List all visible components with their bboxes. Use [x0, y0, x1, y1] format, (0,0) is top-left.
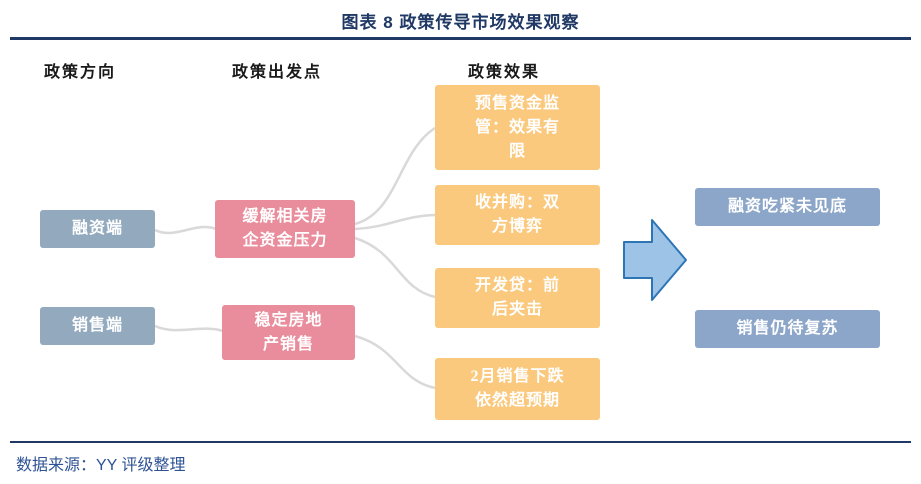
connector-ease-presale: [354, 126, 436, 226]
figure-title: 图表 8 政策传导市场效果观察: [341, 13, 580, 32]
source-text: 数据来源：YY 评级整理: [16, 457, 186, 474]
node-ease-pressure: 缓解相关房企资金压力: [215, 200, 355, 258]
connector-ease-ma: [354, 213, 436, 231]
connector-sales-stabilize: [154, 324, 224, 333]
node-financing-tight-label: 融资吃紧未见底: [727, 198, 847, 215]
node-presale-supervision-label: 预售资金监管：效果有限: [474, 94, 560, 160]
node-financing: 融资端: [40, 210, 155, 248]
node-dev-loan: 开发贷：前后夹击: [435, 268, 600, 328]
connector-stabilize-feb: [354, 334, 436, 390]
node-ma-game-label: 收并购：双方博弈: [474, 194, 560, 235]
header-rule: [10, 37, 911, 40]
connector-financing-ease: [154, 225, 217, 235]
node-feb-sales-drop-label: 2月销售下跌依然超预期: [470, 368, 565, 409]
column-header-effect: 政策效果: [468, 64, 541, 81]
column-header-direction: 政策方向: [44, 64, 117, 81]
right-arrow: [623, 219, 687, 301]
connector-ease-devloan: [354, 236, 436, 299]
node-ma-game: 收并购：双方博弈: [435, 185, 600, 245]
node-sales-recovery-label: 销售仍待复苏: [736, 320, 839, 337]
node-stabilize-sales: 稳定房地产销售: [222, 305, 355, 360]
node-dev-loan-label: 开发贷：前后夹击: [474, 277, 560, 318]
node-ease-pressure-label: 缓解相关房企资金压力: [242, 208, 328, 249]
column-header-origin: 政策出发点: [232, 64, 323, 81]
footer-rule: [10, 441, 911, 443]
node-sales: 销售端: [40, 307, 155, 345]
node-financing-label: 融资端: [71, 220, 123, 237]
node-stabilize-sales-label: 稳定房地产销售: [254, 311, 323, 353]
node-sales-recovery: 销售仍待复苏: [695, 310, 880, 348]
node-sales-label: 销售端: [71, 317, 123, 334]
node-presale-supervision: 预售资金监管：效果有限: [435, 85, 600, 170]
node-financing-tight: 融资吃紧未见底: [695, 188, 880, 226]
node-feb-sales-drop: 2月销售下跌依然超预期: [435, 358, 600, 420]
